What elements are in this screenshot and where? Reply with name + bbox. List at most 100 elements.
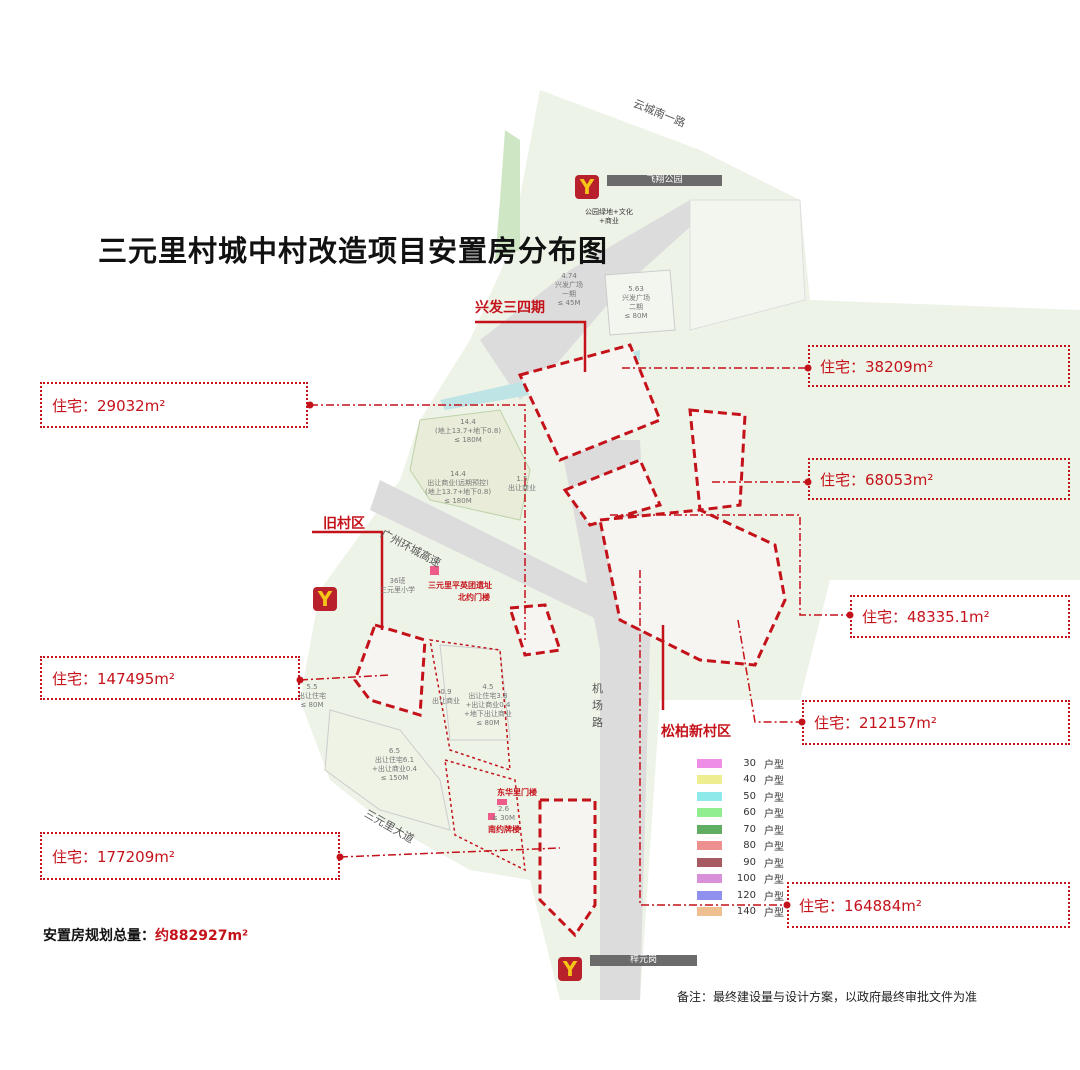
- legend-number: 60: [743, 807, 756, 819]
- zone-north-gate: [507, 603, 562, 657]
- residential-label-147495: 住宅：147495m²: [40, 656, 300, 700]
- legend-swatch: [697, 857, 722, 867]
- leader-29032: [310, 404, 526, 640]
- leader-48335: [610, 514, 850, 616]
- legend-unit: 户型: [764, 809, 784, 821]
- legend-item: 120 户型: [697, 887, 784, 904]
- metro-station-north: 飞翔公园: [607, 175, 722, 186]
- legend-number: 70: [743, 823, 756, 835]
- landmark-marker: [497, 799, 507, 805]
- zone-south: [538, 798, 597, 938]
- legend-number: 120: [736, 889, 756, 901]
- plot-65: [324, 709, 451, 831]
- legend-swatch: [697, 841, 722, 851]
- green-canal: [495, 130, 520, 260]
- zone-label-old-village: 旧村区: [323, 516, 365, 532]
- leader-147495: [299, 674, 391, 681]
- zone-xingfa: [517, 343, 662, 462]
- legend-number: 40: [743, 774, 756, 786]
- plot-note: 14.4 (地上13.7+地下0.8) ≤ 180M: [435, 418, 502, 444]
- legend-number: 100: [736, 873, 756, 885]
- plot-note: 5.63 兴发广场 二期 ≤ 80M: [622, 285, 650, 320]
- legend-swatch: [697, 890, 722, 900]
- legend-swatch: [697, 758, 722, 768]
- legend-swatch: [697, 775, 722, 785]
- legend-number: 50: [743, 790, 756, 802]
- leader-177209: [339, 847, 561, 858]
- metro-icon: Y: [558, 957, 582, 981]
- legend-item: 100 户型: [697, 871, 784, 888]
- zone-old-village: [353, 623, 427, 717]
- page-title: 三元里村城中村改造项目安置房分布图: [98, 234, 609, 268]
- legend-swatch: [697, 824, 722, 834]
- pointer-old-village: [312, 530, 384, 630]
- leader-dot: [306, 401, 314, 409]
- legend-number: 140: [736, 906, 756, 918]
- legend-item: 140 户型: [697, 904, 784, 921]
- legend-swatch: [697, 907, 722, 917]
- plot-green-1: [689, 199, 806, 331]
- legend-unit: 户型: [764, 825, 784, 837]
- landmark-label: 三元里平英团遗址: [428, 581, 492, 590]
- residential-label-29032: 住宅：29032m²: [40, 382, 308, 428]
- residential-label-177209: 住宅：177209m²: [40, 832, 340, 880]
- metro-station-south: 梓元岗: [590, 955, 697, 966]
- zone-48335: [562, 458, 663, 527]
- plot-note: 5.5 出让住宅 ≤ 80M: [298, 683, 326, 709]
- legend-unit: 户型: [764, 858, 784, 870]
- legend-swatch: [697, 791, 722, 801]
- legend-item: 50 户型: [697, 788, 784, 805]
- legend-unit: 户型: [764, 875, 784, 887]
- metro-icon: Y: [575, 175, 599, 199]
- plot-note: 4.74 兴发广场 一期 ≤ 45M: [555, 272, 583, 307]
- plot-note: 6.5 出让住宅6.1 +出让商业0.4 ≤ 150M: [372, 747, 417, 782]
- leader-212157: [737, 619, 802, 723]
- total-value: 约882927m²: [155, 928, 249, 944]
- residential-label-48335: 住宅：48335.1m²: [850, 595, 1070, 638]
- legend-unit: 户型: [764, 792, 784, 804]
- legend-item: 70 户型: [697, 821, 784, 838]
- legend-item: 60 户型: [697, 805, 784, 822]
- landmark-label: 北约门楼: [458, 593, 490, 602]
- road-label-airport: 机场路: [592, 682, 603, 729]
- legend-item: 80 户型: [697, 838, 784, 855]
- metro-icon: Y: [313, 587, 337, 611]
- plot-note: 1.5 出让商业: [508, 475, 536, 492]
- legend-unit: 户型: [764, 908, 784, 920]
- legend-number: 80: [743, 840, 756, 852]
- zone-label-songbai: 松柏新村区: [661, 724, 731, 740]
- total-planned-area: 安置房规划总量：约882927m²: [43, 925, 248, 945]
- landmark-marker: [488, 813, 495, 820]
- plot-note: 0.9 出让商业: [432, 688, 460, 705]
- zone-east-dashed: [444, 758, 526, 872]
- leader-164884: [639, 570, 787, 906]
- plot-note: 36班 三元里小学: [380, 577, 415, 594]
- legend-unit: 户型: [764, 776, 784, 788]
- plot-144: [409, 409, 531, 521]
- plot-note: 4.5 出让住宅3.8 +出让商业0.4 +地下出让商业 ≤ 80M: [464, 683, 512, 727]
- park-note: 公园绿地+文化 +商业: [585, 208, 633, 225]
- landmark-label: 南约牌楼: [488, 825, 520, 834]
- plot-note: 14.4 出让商业(远期预控) (地上13.7+地下0.8) ≤ 180M: [425, 470, 492, 505]
- residential-label-212157: 住宅：212157m²: [802, 700, 1070, 745]
- residential-label-164884: 住宅：164884m²: [787, 882, 1070, 928]
- legend-number: 30: [743, 757, 756, 769]
- pointer-xingfa: [475, 320, 587, 372]
- north-road: [480, 200, 720, 400]
- legend-unit: 户型: [764, 842, 784, 854]
- zone-label-xingfa: 兴发三四期: [475, 300, 545, 316]
- plot-note: 2.6 ≤ 30M: [492, 805, 516, 822]
- residential-label-38209: 住宅：38209m²: [808, 345, 1070, 387]
- landmark-marker: [430, 566, 439, 575]
- legend-item: 30 户型: [697, 755, 784, 772]
- plot-563: [604, 269, 676, 336]
- legend-unit: 户型: [764, 759, 784, 771]
- legend-item: 40 户型: [697, 772, 784, 789]
- legend-swatch: [697, 874, 722, 884]
- plot-45: [439, 644, 511, 741]
- legend-unit: 户型: [764, 891, 784, 903]
